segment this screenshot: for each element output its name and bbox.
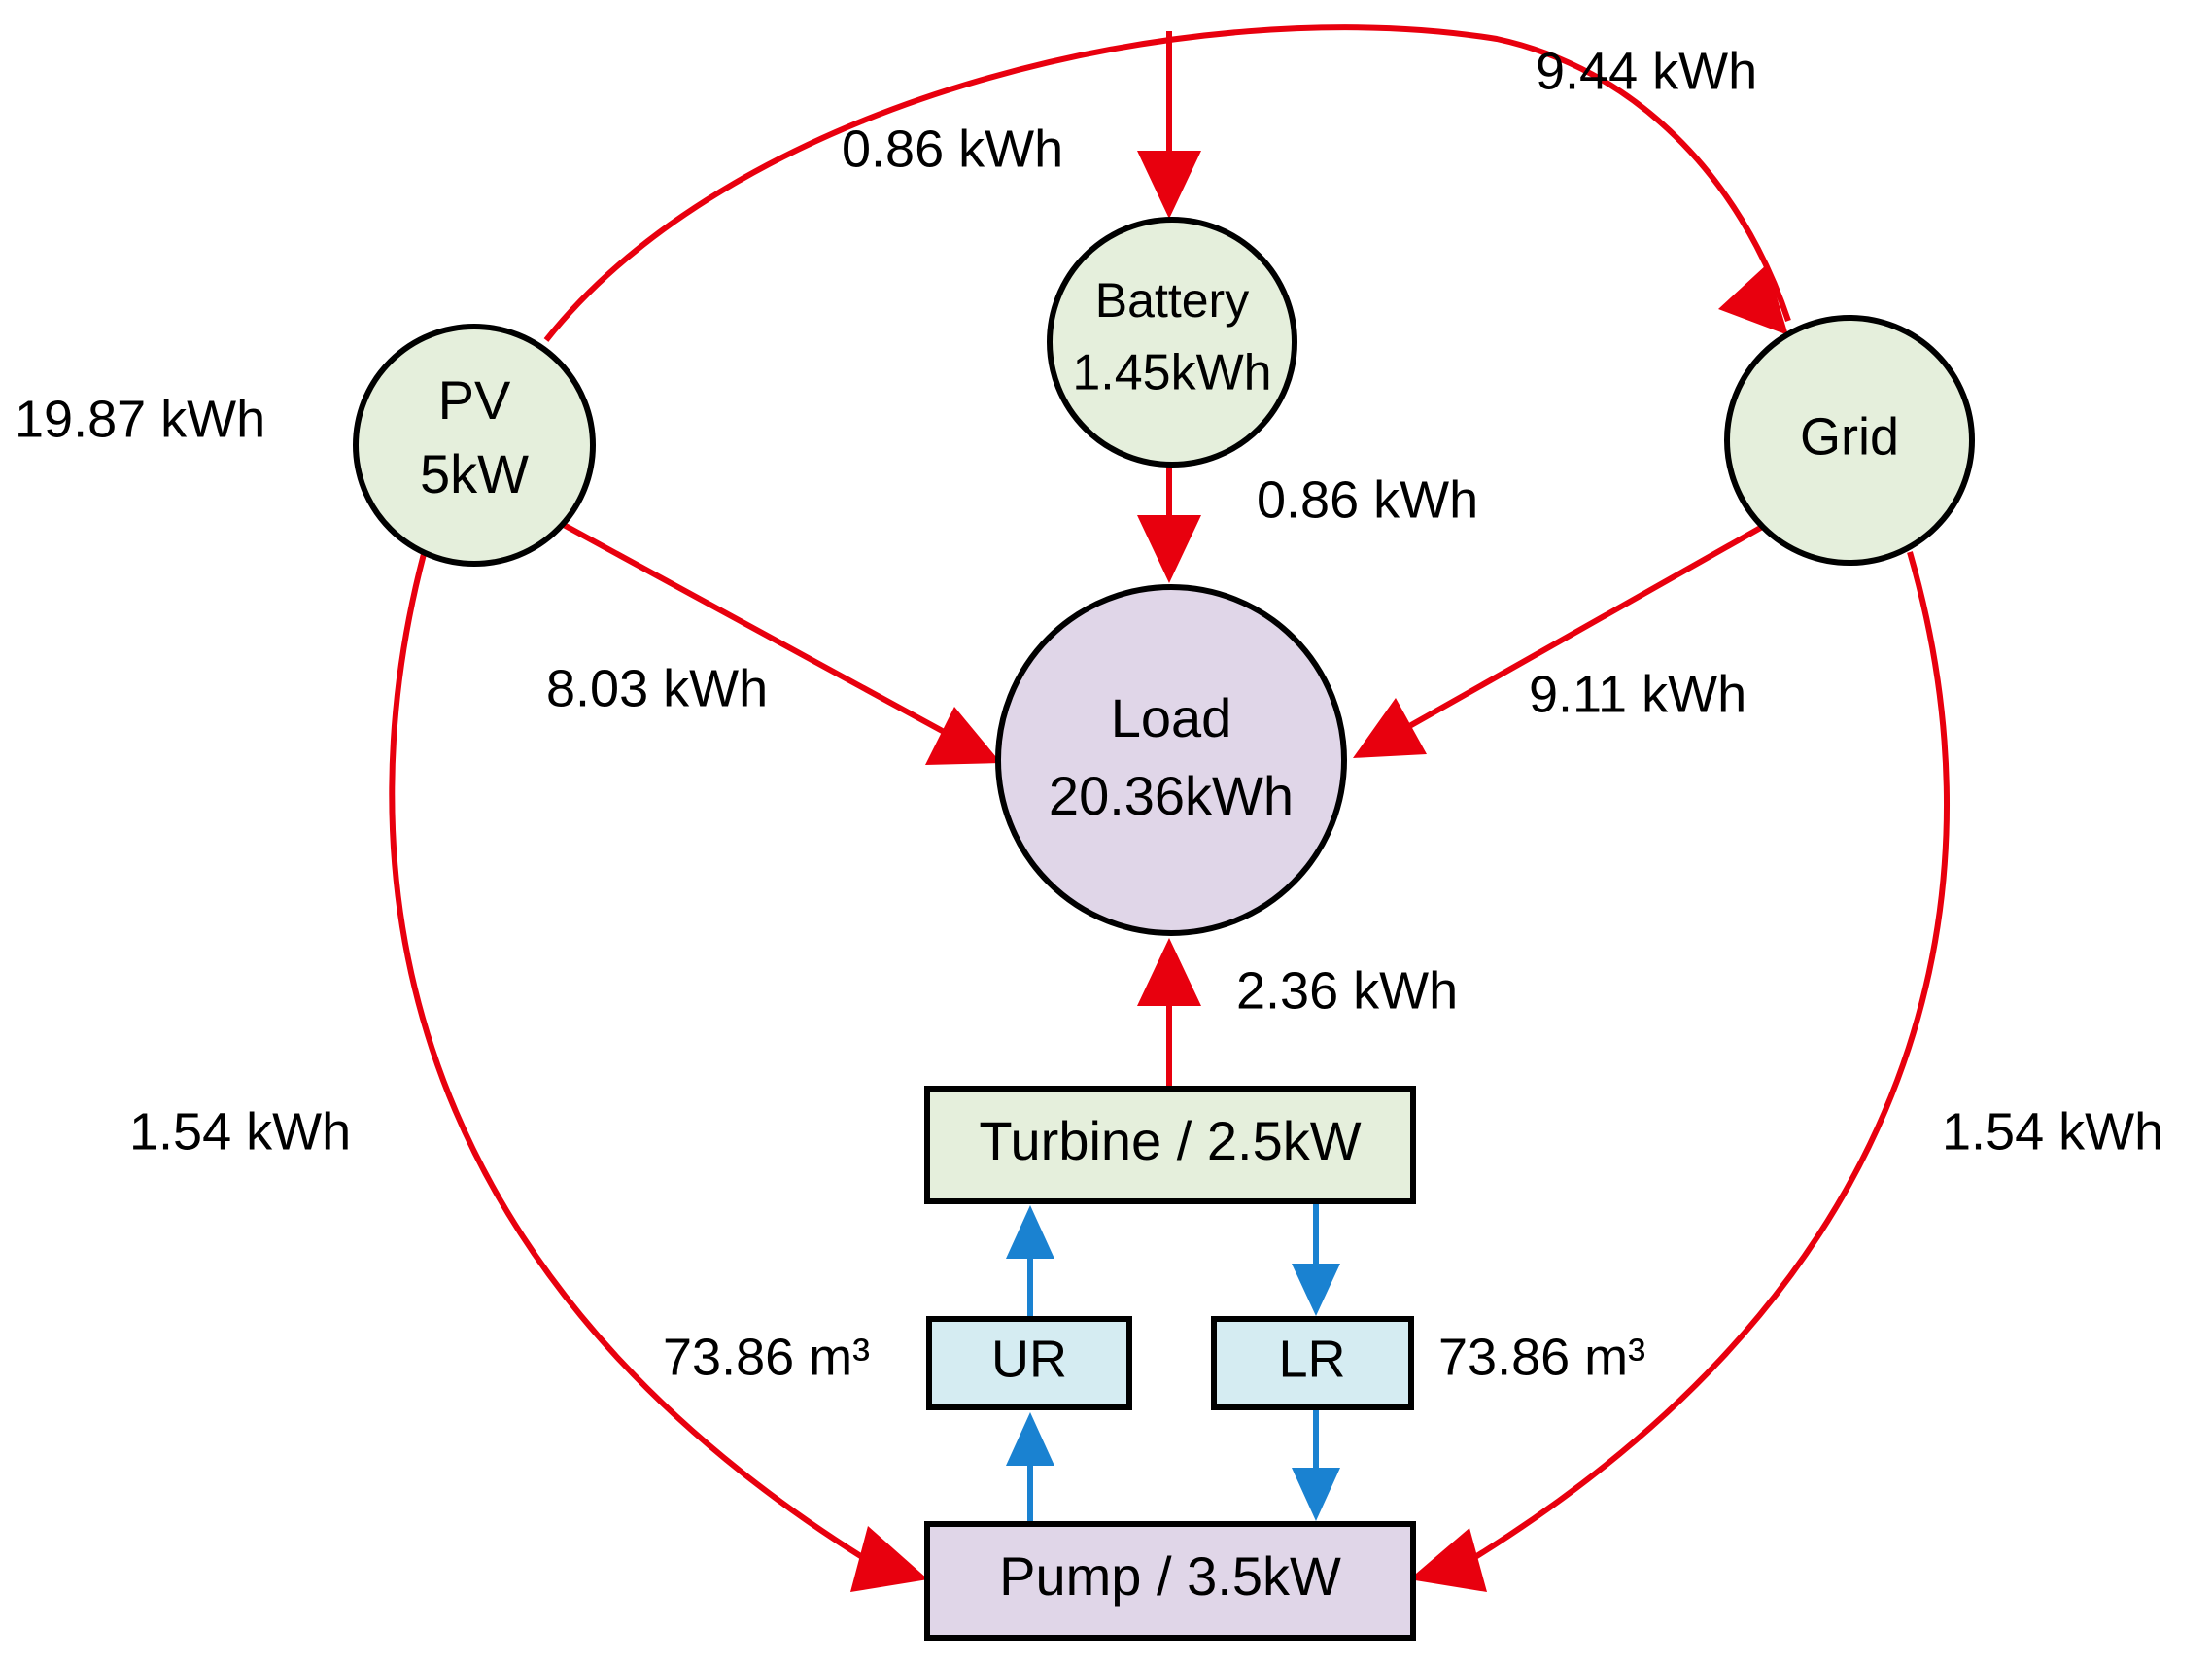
pv-to-battery-arrowhead xyxy=(1137,151,1201,219)
grid-to-load-label: 9.11 kWh xyxy=(1529,665,1746,723)
pv-node: PV 5kW xyxy=(353,324,596,567)
pv-to-grid-arc xyxy=(543,24,1791,342)
battery-to-load-label: 0.86 kWh xyxy=(1257,470,1478,529)
upper-reservoir-label: UR xyxy=(991,1330,1067,1388)
battery-to-load-arrowhead xyxy=(1137,515,1201,583)
lower-reservoir-volume-label: 73.86 m³ xyxy=(1438,1328,1645,1386)
upper-reservoir-box xyxy=(926,1316,1132,1410)
turbine-to-load-arrowhead xyxy=(1137,938,1201,1006)
turbine-to-lr-arrowhead xyxy=(1292,1264,1340,1316)
battery-label-line1: Battery xyxy=(1095,273,1249,328)
turbine-node: Turbine / 2.5kW xyxy=(924,1086,1416,1204)
grid-to-load-line xyxy=(1402,523,1766,732)
grid-label: Grid xyxy=(1800,407,1899,466)
load-circle xyxy=(995,584,1347,936)
grid-to-pump-arrowhead xyxy=(1409,1528,1487,1592)
lower-reservoir-node: LR xyxy=(1211,1316,1414,1410)
turbine-label: Turbine / 2.5kW xyxy=(979,1110,1361,1171)
battery-circle xyxy=(1047,217,1297,468)
pv-to-grid-label: 9.44 kWh xyxy=(1536,42,1757,100)
pv-total-label: 19.87 kWh xyxy=(15,390,265,448)
pv-to-load-label: 8.03 kWh xyxy=(546,659,768,717)
pump-box xyxy=(924,1521,1416,1641)
turbine-to-load-label: 2.36 kWh xyxy=(1236,961,1458,1020)
grid-to-load-arrowhead xyxy=(1353,698,1427,758)
load-label-line2: 20.36kWh xyxy=(1049,765,1294,826)
grid-to-pump-label: 1.54 kWh xyxy=(1942,1102,2163,1161)
pv-to-pump-arrowhead xyxy=(850,1526,928,1592)
grid-to-pump-arc xyxy=(1461,551,1951,1568)
pv-to-pump-arc xyxy=(389,553,877,1568)
pv-label-line2: 5kW xyxy=(420,443,529,504)
battery-node: Battery 1.45kWh xyxy=(1047,217,1297,468)
grid-circle xyxy=(1724,315,1975,566)
upper-reservoir-volume-label: 73.86 m³ xyxy=(663,1328,870,1386)
pump-to-ur-arrowhead xyxy=(1006,1412,1054,1466)
ur-to-turbine-arrowhead xyxy=(1006,1205,1054,1259)
grid-node: Grid xyxy=(1724,315,1975,566)
upper-reservoir-node: UR xyxy=(926,1316,1132,1410)
pv-to-battery-label: 0.86 kWh xyxy=(842,120,1063,178)
pv-to-grid-arrowhead xyxy=(1718,264,1788,335)
pv-to-load-line xyxy=(562,522,950,737)
pv-to-pump-label: 1.54 kWh xyxy=(129,1102,351,1161)
battery-label-line2: 1.45kWh xyxy=(1072,345,1271,401)
pump-label: Pump / 3.5kW xyxy=(999,1545,1341,1607)
pv-label-line1: PV xyxy=(438,369,511,431)
pump-node: Pump / 3.5kW xyxy=(924,1521,1416,1641)
lower-reservoir-label: LR xyxy=(1278,1330,1345,1388)
turbine-box xyxy=(924,1086,1416,1204)
lr-to-pump-arrowhead xyxy=(1292,1468,1340,1521)
pv-circle xyxy=(353,324,596,567)
lower-reservoir-box xyxy=(1211,1316,1414,1410)
load-node: Load 20.36kWh xyxy=(995,584,1347,936)
load-label-line1: Load xyxy=(1111,687,1232,748)
pv-to-load-arrowhead xyxy=(925,707,1001,765)
